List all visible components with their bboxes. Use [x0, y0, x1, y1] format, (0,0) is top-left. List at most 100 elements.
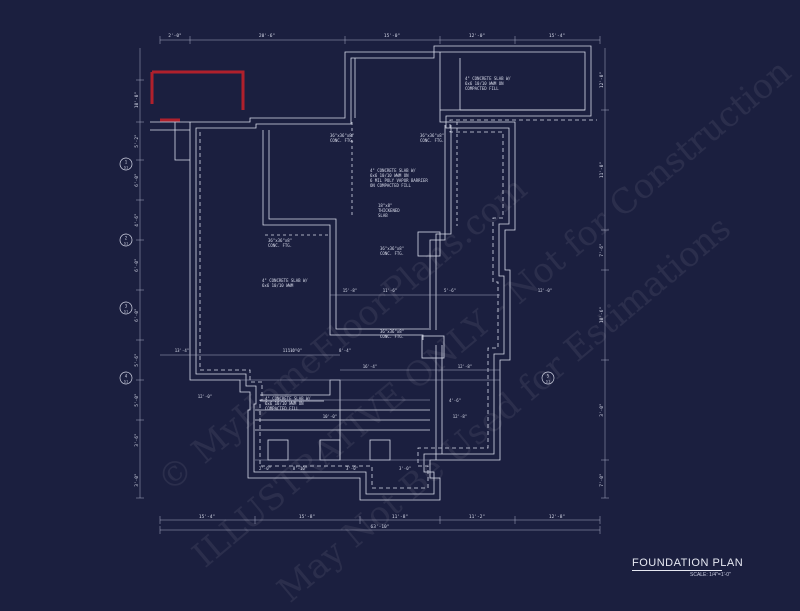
note-slab-front-2: COMPACTED FILL — [265, 406, 299, 411]
interior-dims — [160, 294, 500, 461]
dim-interior-4: 15'-8" — [343, 288, 357, 293]
dim-interior-6: 12'-8" — [458, 364, 472, 369]
dim-interior-8: 11'-0" — [288, 348, 302, 353]
dim-interior-7: 13'-4" — [175, 348, 189, 353]
drawing-title: FOUNDATION PLAN — [632, 557, 744, 569]
section-marker-5 — [541, 371, 555, 385]
note-footing-2-1: CONC. FTG. — [420, 138, 444, 143]
bottom-dim-line-2 — [159, 526, 601, 534]
dim-bottom-3: 11'-2" — [469, 514, 485, 520]
dim-left-4: 6'-0" — [134, 258, 140, 272]
dim-bottom-1: 15'-8" — [299, 514, 315, 520]
foundation-outline-inner — [195, 45, 592, 495]
section-marker-1 — [119, 157, 133, 171]
dim-interior-14: 8'-10" — [293, 466, 307, 471]
note-slab-garage-1: 6x6 10/10 WWM ON — [465, 81, 504, 86]
section-marker-num-2: 3 — [125, 304, 128, 309]
dim-interior-3: 5'-6" — [444, 288, 456, 293]
dimension-lines — [136, 36, 609, 534]
section-marker-sheet-1: S1 — [124, 242, 128, 246]
note-slab-garage-2: COMPACTED FILL — [465, 86, 499, 91]
section-marker-num-1: 2 — [125, 236, 128, 241]
dim-bottom-2: 11'-8" — [392, 514, 408, 520]
note-thickened-slab-2: SLAB — [378, 213, 388, 218]
dim-interior-12: 12'-0" — [198, 394, 212, 399]
note-slab-porch-1: 6x6 10/10 WWM — [262, 283, 294, 288]
dim-left-2: 6'-0" — [134, 173, 140, 187]
porch-steps — [255, 409, 430, 431]
note-slab-garage-0: 4" CONCRETE SLAB W/ — [465, 76, 511, 81]
dim-left-1: 5'-2" — [134, 134, 140, 148]
section-marker-sheet-2: S1 — [124, 310, 128, 314]
plan-linework — [150, 45, 597, 501]
note-footing-4-1: CONC. FTG. — [268, 243, 292, 248]
dim-left-6: 5'-6" — [134, 353, 140, 367]
note-footing-3-1: CONC. FTG. — [380, 251, 404, 256]
thickened-slab-dashed — [265, 122, 458, 236]
highlighted-wall — [150, 70, 245, 122]
section-marker-sheet-4: S1 — [546, 380, 550, 384]
dim-top-0: 2'-0" — [168, 33, 182, 39]
dim-bottom-total: 63'-10" — [371, 524, 390, 530]
interior-wall-2 — [429, 125, 452, 330]
interior-wall-3 — [435, 345, 443, 460]
dim-interior-13: 10'-0" — [323, 414, 337, 419]
note-slab-main-1: 6x6 10/10 WWM ON — [370, 173, 409, 178]
section-marker-num-0: 1 — [125, 160, 128, 165]
title-underline — [632, 570, 722, 571]
dim-top-4: 15'-4" — [549, 33, 565, 39]
section-marker-num-3: 4 — [125, 374, 128, 379]
dim-interior-16: 2'-0" — [259, 466, 271, 471]
section-marker-num-4: 5 — [547, 374, 550, 379]
dim-right-5: 7'-0" — [599, 473, 605, 487]
dim-interior-2: 12'-0" — [538, 288, 552, 293]
note-footing-2-0: 36"x36"x8" — [420, 133, 444, 138]
dim-right-4: 3'-0" — [599, 403, 605, 417]
footing-pad-2 — [421, 335, 445, 359]
section-marker-sheet-3: S1 — [124, 380, 128, 384]
section-marker-2 — [119, 233, 133, 247]
section-marker-sheet-0: S1 — [124, 166, 128, 170]
dim-bottom-4: 12'-8" — [549, 514, 565, 520]
note-footing-5-0: 36"x36"x8" — [380, 329, 404, 334]
note-footing-4-0: 36"x36"x8" — [268, 238, 292, 243]
note-slab-main-3: ON COMPACTED FILL — [370, 183, 412, 188]
dim-top-3: 12'-0" — [469, 33, 485, 39]
drawing-scale: SCALE: 1/4"=1'-0" — [690, 572, 731, 578]
dim-right-0: 12'-0" — [599, 72, 605, 88]
dim-right-2: 7'-6" — [599, 243, 605, 257]
dim-left-8: 3'-6" — [134, 433, 140, 447]
note-footing-5-1: CONC. FTG. — [380, 334, 404, 339]
top-dim-line — [159, 36, 601, 44]
slab-dashed-perimeter — [199, 119, 597, 489]
note-slab-front-1: 6x6 10/10 WWM ON — [265, 401, 304, 406]
dim-interior-11: 12'-8" — [453, 414, 467, 419]
footing-pad-3 — [267, 439, 289, 461]
dim-bottom-0: 15'-4" — [199, 514, 215, 520]
left-stoop — [150, 121, 190, 161]
footing-pad-5 — [369, 439, 391, 461]
right-dim-line — [601, 48, 609, 499]
dim-top-1: 20'-6" — [259, 33, 275, 39]
note-slab-porch-0: 4" CONCRETE SLAB W/ — [262, 278, 308, 283]
section-marker-4 — [119, 371, 133, 385]
note-slab-front-0: 4" CONCRETE SLAB W/ — [265, 396, 311, 401]
dim-left-3: 4'-6" — [134, 213, 140, 227]
garage-outline — [354, 58, 585, 118]
note-footing-1-0: 36"x36"x8" — [330, 133, 354, 138]
dim-interior-10: 16'-4" — [363, 364, 377, 369]
plan-annotations: 2'-0"20'-6"15'-0"12'-0"15'-4"15'-4"15'-8… — [124, 33, 605, 530]
note-thickened-slab-0: 18"x8" — [378, 203, 392, 208]
dim-interior-17: 3'-0" — [399, 466, 411, 471]
dim-left-7: 5'-0" — [134, 393, 140, 407]
dim-left-9: 3'-0" — [134, 473, 140, 487]
bottom-dim-line-1 — [159, 516, 601, 524]
left-dim-line — [136, 48, 144, 499]
note-slab-main-2: 6 MIL POLY VAPOR BARRIER — [370, 178, 428, 183]
dim-top-2: 15'-0" — [384, 33, 400, 39]
section-markers — [119, 157, 555, 385]
section-marker-3 — [119, 301, 133, 315]
note-thickened-slab-1: THICKENED — [378, 208, 400, 213]
note-footing-1-1: CONC. FTG. — [330, 138, 354, 143]
dim-interior-0: 11'-0" — [283, 348, 297, 353]
